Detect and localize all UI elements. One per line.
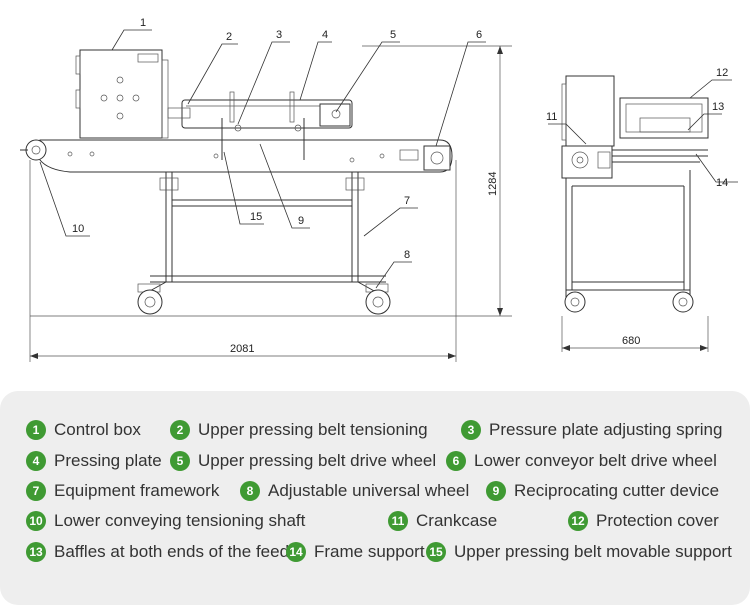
number-badge: 12 bbox=[568, 511, 588, 531]
dimension-height: 1284 bbox=[487, 172, 499, 196]
legend-label: Lower conveying tensioning shaft bbox=[54, 511, 306, 530]
number-badge: 15 bbox=[426, 542, 446, 562]
upper-belt-drawing bbox=[167, 91, 353, 132]
legend-label: Lower conveyor belt drive wheel bbox=[474, 451, 717, 470]
frame-drawing bbox=[137, 172, 391, 315]
dimension-length: 2081 bbox=[230, 343, 254, 355]
legend-item: 9 Reciprocating cutter device bbox=[486, 481, 719, 501]
legend-label: Frame support bbox=[314, 542, 425, 561]
callout-12: 12 bbox=[716, 67, 728, 79]
control-box-drawing bbox=[75, 49, 169, 139]
legend-label: Upper pressing belt drive wheel bbox=[198, 451, 437, 470]
number-badge: 2 bbox=[170, 420, 190, 440]
legend-panel: 1 Control box 2 Upper pressing belt tens… bbox=[0, 391, 750, 605]
callout-3: 3 bbox=[276, 29, 282, 41]
callout-13: 13 bbox=[712, 101, 724, 113]
callout-11: 11 bbox=[546, 111, 557, 123]
legend-item: 4 Pressing plate bbox=[26, 451, 162, 471]
legend-label: Pressure plate adjusting spring bbox=[489, 420, 723, 439]
number-badge: 8 bbox=[240, 481, 260, 501]
side-view bbox=[20, 45, 512, 362]
legend-label: Baffles at both ends of the feed bbox=[54, 542, 290, 561]
legend-item: 8 Adjustable universal wheel bbox=[240, 481, 469, 501]
callout-9: 9 bbox=[298, 215, 304, 227]
number-badge: 9 bbox=[486, 481, 506, 501]
callout-1: 1 bbox=[140, 17, 146, 29]
legend-item: 7 Equipment framework bbox=[26, 481, 219, 501]
legend-item: 5 Upper pressing belt drive wheel bbox=[170, 451, 436, 471]
number-badge: 5 bbox=[170, 451, 190, 471]
legend-item: 2 Upper pressing belt tensioning bbox=[170, 420, 428, 440]
legend-item: 3 Pressure plate adjusting spring bbox=[461, 420, 722, 440]
legend-label: Protection cover bbox=[596, 511, 719, 530]
legend-label: Equipment framework bbox=[54, 481, 220, 500]
technical-drawing: 1 2 3 4 5 6 7 8 9 10 11 12 13 14 15 2081… bbox=[20, 17, 738, 362]
legend-label: Upper pressing belt tensioning bbox=[198, 420, 428, 439]
legend-item: 13 Baffles at both ends of the feed bbox=[26, 542, 289, 562]
dimension-width: 680 bbox=[622, 335, 640, 347]
legend-item: 15 Upper pressing belt movable support bbox=[426, 542, 732, 562]
leader-lines bbox=[39, 29, 738, 289]
callout-8: 8 bbox=[404, 249, 410, 261]
front-view bbox=[561, 75, 709, 352]
legend-label: Upper pressing belt movable support bbox=[454, 542, 732, 561]
number-badge: 13 bbox=[26, 542, 46, 562]
number-badge: 7 bbox=[26, 481, 46, 501]
legend-item: 14 Frame support bbox=[286, 542, 425, 562]
callout-2: 2 bbox=[226, 31, 232, 43]
callout-10: 10 bbox=[72, 223, 84, 235]
number-badge: 3 bbox=[461, 420, 481, 440]
callout-14: 14 bbox=[716, 177, 728, 189]
callout-15: 15 bbox=[250, 211, 262, 223]
callout-6: 6 bbox=[476, 29, 482, 41]
legend-item: 10 Lower conveying tensioning shaft bbox=[26, 511, 305, 531]
number-badge: 4 bbox=[26, 451, 46, 471]
legend-label: Pressing plate bbox=[54, 451, 162, 470]
legend-label: Reciprocating cutter device bbox=[514, 481, 720, 500]
legend-label: Crankcase bbox=[416, 511, 498, 530]
legend-item: 11 Crankcase bbox=[388, 511, 497, 531]
number-badge: 11 bbox=[388, 511, 408, 531]
callout-4: 4 bbox=[322, 29, 328, 41]
number-badge: 14 bbox=[286, 542, 306, 562]
legend-item: 1 Control box bbox=[26, 420, 141, 440]
number-badge: 10 bbox=[26, 511, 46, 531]
number-badge: 1 bbox=[26, 420, 46, 440]
lower-conveyor-drawing bbox=[20, 118, 453, 173]
legend-label: Adjustable universal wheel bbox=[268, 481, 470, 500]
callout-5: 5 bbox=[390, 29, 396, 41]
legend-item: 12 Protection cover bbox=[568, 511, 719, 531]
legend-item: 6 Lower conveyor belt drive wheel bbox=[446, 451, 717, 471]
number-badge: 6 bbox=[446, 451, 466, 471]
dimension-lines bbox=[29, 45, 512, 362]
legend-label: Control box bbox=[54, 420, 141, 439]
callout-7: 7 bbox=[404, 195, 410, 207]
